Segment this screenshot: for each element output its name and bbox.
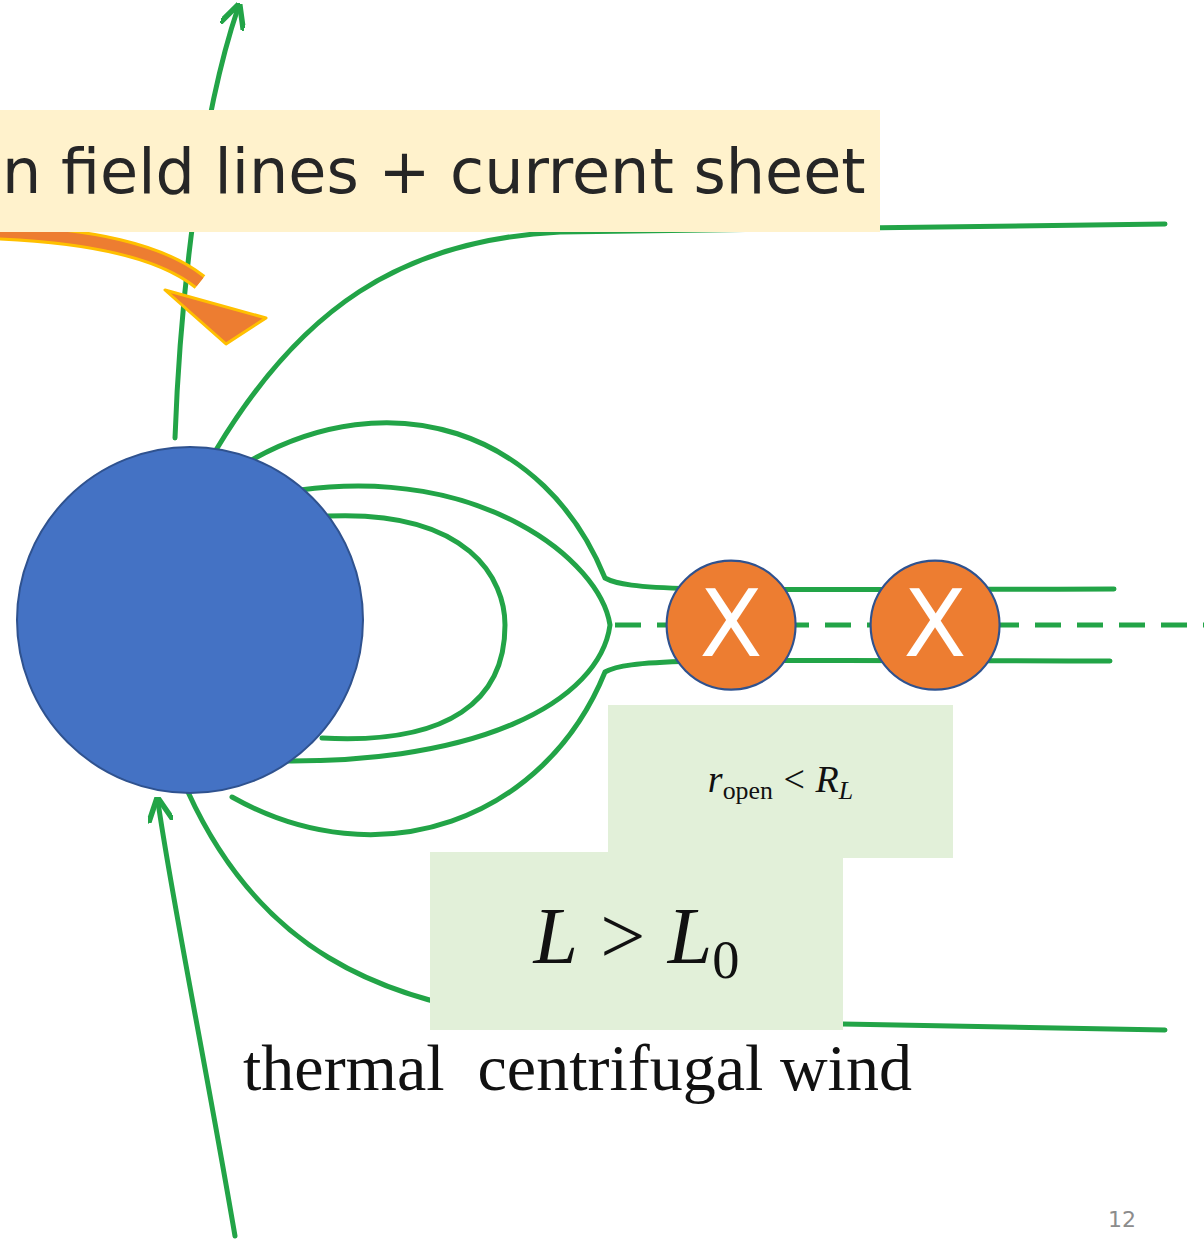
- text-line: n field lines + current sheet: [2, 135, 866, 208]
- node-text: L: [668, 892, 713, 980]
- text-line: L>L0: [533, 891, 739, 991]
- node-text: open: [723, 776, 773, 805]
- node-text: r: [708, 758, 723, 800]
- node-text: X: [903, 571, 966, 678]
- node-text: R: [816, 758, 839, 800]
- condition-box: ropen < RL: [608, 705, 953, 858]
- text-line: X: [903, 571, 966, 678]
- callout-arrow-body: [0, 232, 200, 282]
- open-field-line: [158, 802, 235, 1236]
- node-text: X: [699, 571, 762, 678]
- star: [17, 447, 363, 793]
- callout-arrow-body: [0, 232, 200, 282]
- node-text: n field lines + current sheet: [2, 135, 866, 208]
- node-text: 0: [712, 930, 739, 990]
- reconnection-point: X: [869, 559, 1001, 691]
- node-text: L: [533, 892, 578, 980]
- callout-banner: n field lines + current sheet: [0, 110, 880, 232]
- reconnection-point: X: [665, 559, 797, 691]
- field-line: [248, 423, 1114, 590]
- node-text: L: [839, 776, 853, 805]
- text-line: ropen < RL: [708, 757, 853, 806]
- condition-box: L>L0: [430, 852, 843, 1030]
- callout-arrow-head: [165, 290, 266, 344]
- circle-fill: [667, 561, 796, 690]
- circle-fill: [871, 561, 1000, 690]
- slide-number: 12: [1108, 1207, 1136, 1232]
- node-text: >: [600, 892, 645, 980]
- open-field-line: [216, 224, 1165, 450]
- wind-label: thermal centrifugal wind: [243, 1030, 912, 1106]
- node-text: <: [783, 758, 804, 800]
- text-line: X: [699, 571, 762, 678]
- callout-arrow: [0, 232, 266, 344]
